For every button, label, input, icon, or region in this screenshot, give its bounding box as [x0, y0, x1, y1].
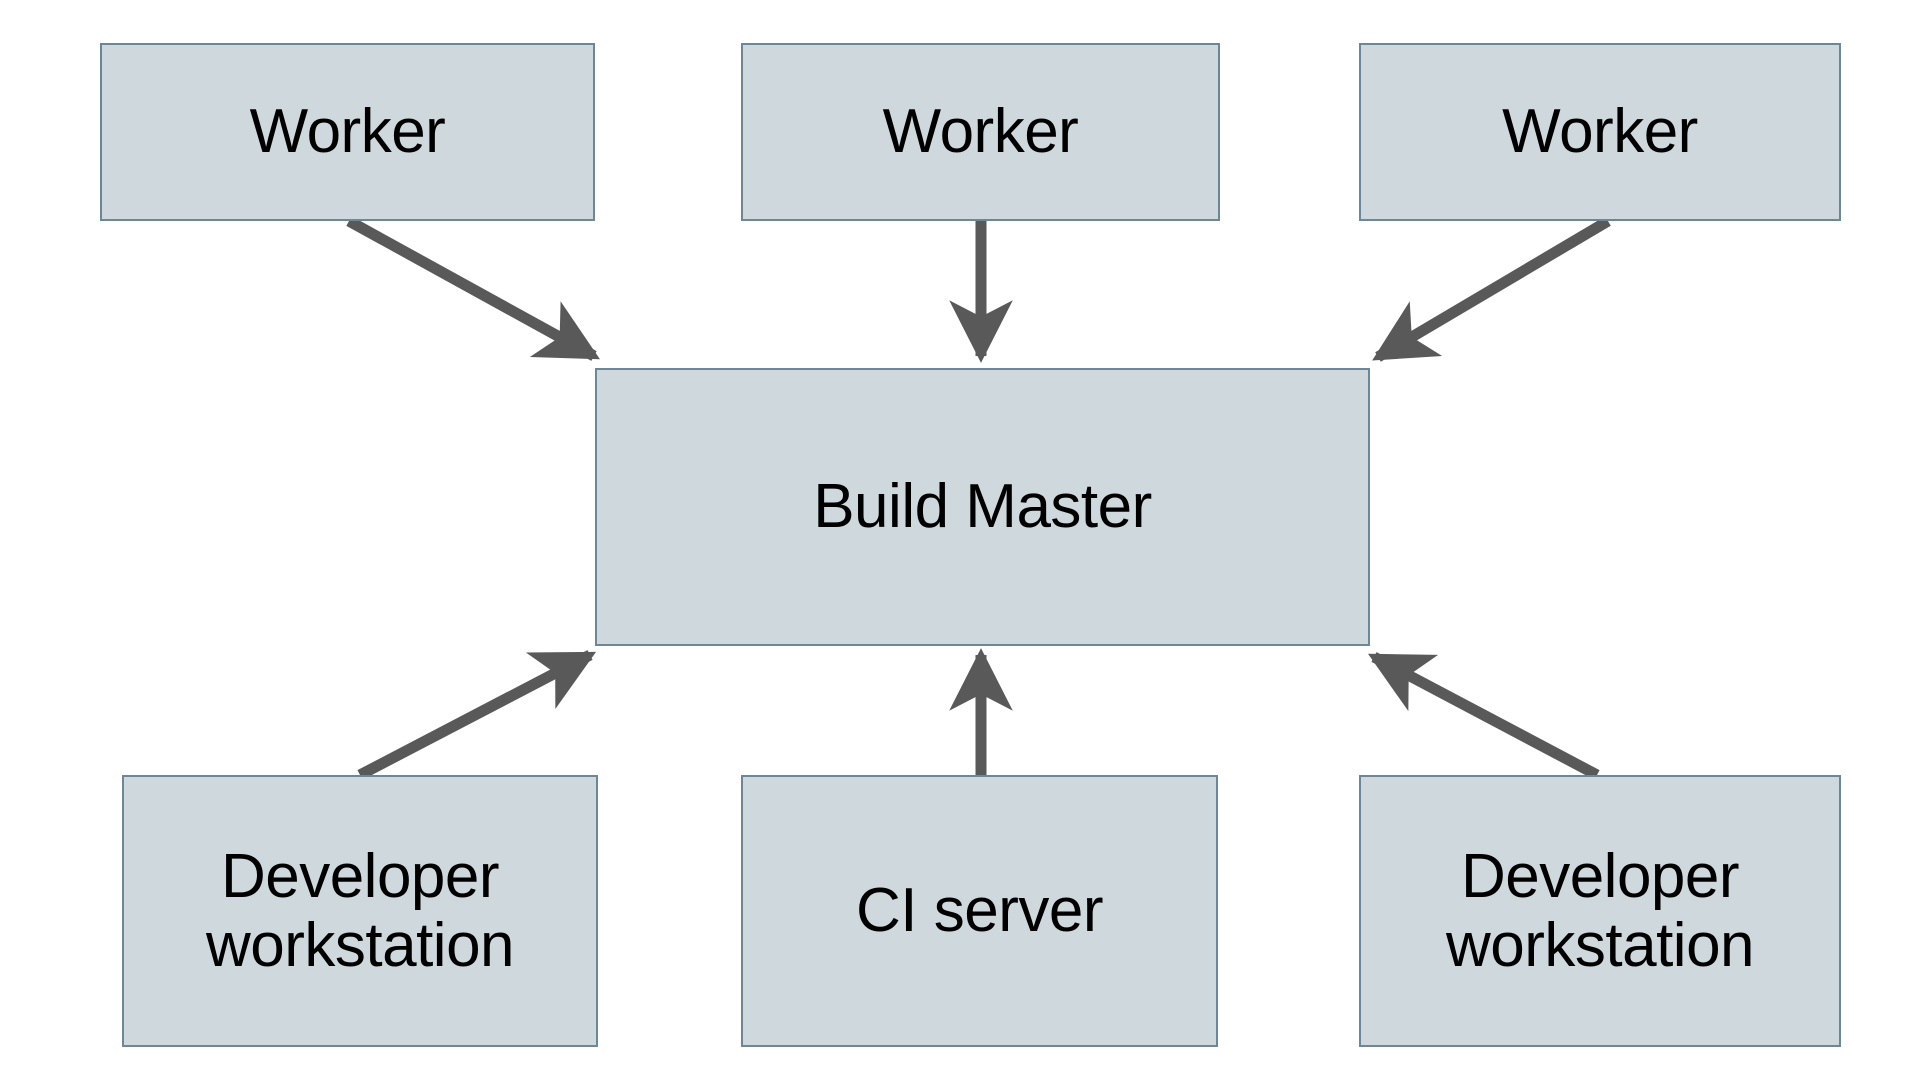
edge-dev-ws-right-to-build-master: [1367, 652, 1600, 780]
node-developer-workstation-left[interactable]: Developer workstation: [122, 775, 598, 1047]
node-developer-workstation-left-label: Developer workstation: [205, 841, 515, 980]
node-build-master-label: Build Master: [813, 472, 1152, 542]
node-worker-2-label: Worker: [882, 97, 1079, 167]
edge-worker-1-to-build-master: [346, 216, 600, 361]
node-build-master[interactable]: Build Master: [595, 368, 1370, 646]
node-developer-workstation-right[interactable]: Developer workstation: [1359, 775, 1841, 1047]
node-worker-1[interactable]: Worker: [100, 43, 595, 221]
node-worker-3-label: Worker: [1502, 97, 1698, 167]
node-worker-2[interactable]: Worker: [741, 43, 1220, 221]
edge-dev-ws-left-to-build-master: [357, 650, 597, 780]
edge-worker-3-to-build-master: [1372, 216, 1611, 362]
node-developer-workstation-right-label: Developer workstation: [1445, 841, 1755, 980]
node-worker-1-label: Worker: [249, 97, 446, 167]
node-ci-server[interactable]: CI server: [741, 775, 1218, 1047]
node-ci-server-label: CI server: [856, 876, 1103, 946]
node-worker-3[interactable]: Worker: [1359, 43, 1841, 221]
